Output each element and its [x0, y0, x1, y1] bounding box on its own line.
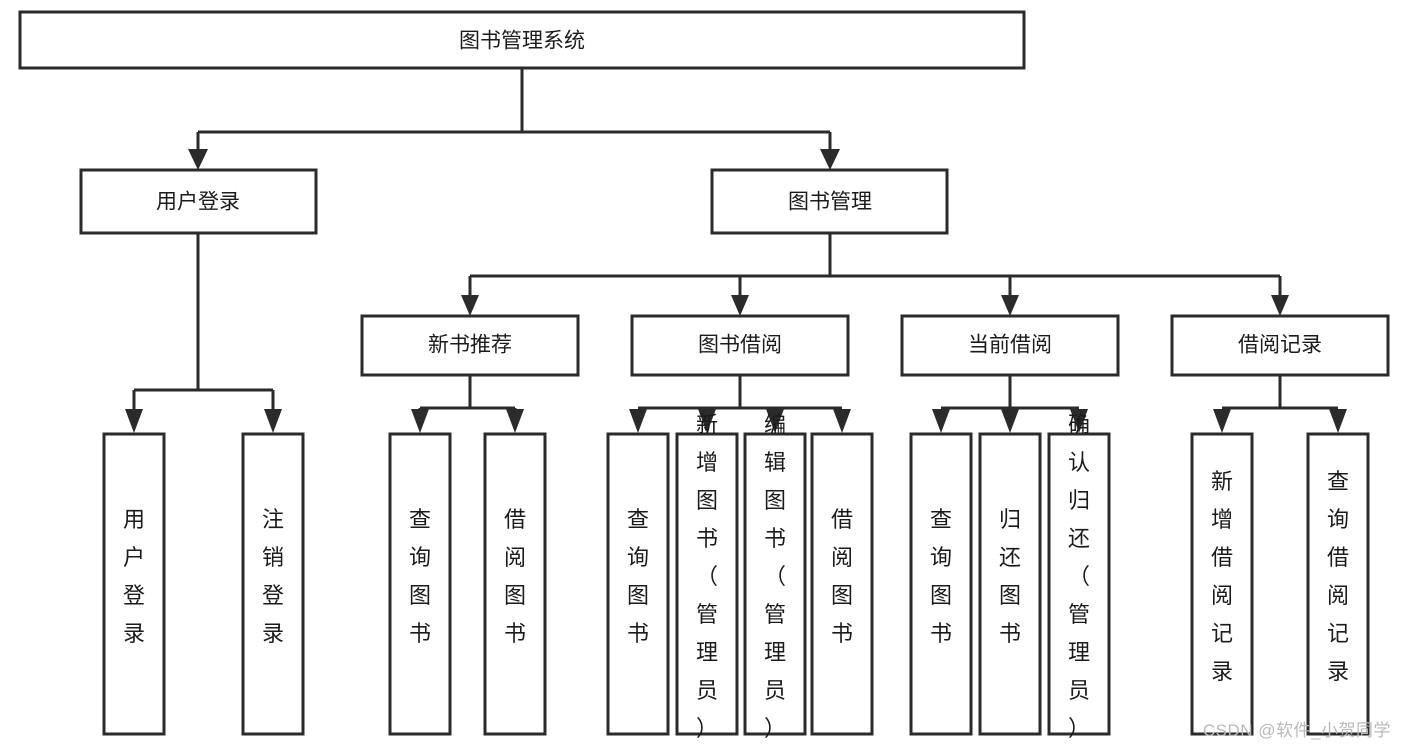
leaf-node[interactable]: 新增借阅记录	[1190, 432, 1254, 736]
leaf-node[interactable]: 借阅图书	[483, 432, 547, 736]
arrow-head-new-book	[461, 295, 479, 316]
leaf-current-borrow-0-label: 查询图书	[930, 507, 952, 646]
arrow-head-leaf-borrow-record-0	[1213, 409, 1231, 433]
leaf-book-borrow-0-box[interactable]	[606, 432, 670, 736]
leaf-node[interactable]: 确认归还（管理员）	[1047, 412, 1111, 741]
leaf-user-login-0-label: 用户登录	[123, 507, 145, 646]
leaf-borrow-record-0-box[interactable]	[1190, 432, 1254, 736]
leaf-new-book-1-box[interactable]	[483, 432, 547, 736]
node-book-borrow[interactable]: 图书借阅	[630, 314, 850, 377]
leaf-current-borrow-2-box[interactable]	[1047, 432, 1111, 736]
node-new-book-recommend-box[interactable]	[360, 314, 580, 377]
leaf-current-borrow-0-box[interactable]	[909, 432, 973, 736]
leaf-node[interactable]: 查询图书	[909, 432, 973, 736]
arrow-head-book-borrow	[731, 295, 749, 316]
arrow-head-book-mgmt	[820, 149, 840, 170]
node-new-book-recommend[interactable]: 新书推荐	[360, 314, 580, 377]
leaf-book-borrow-2-label: 编辑图书（管理员）	[764, 412, 786, 741]
node-root-system-label: 图书管理系统	[459, 30, 585, 53]
leaf-node[interactable]: 用户登录	[102, 432, 166, 736]
leaf-node[interactable]: 归还图书	[978, 432, 1042, 736]
leaf-node[interactable]: 新增图书（管理员）	[675, 412, 739, 741]
node-book-management-label: 图书管理	[788, 191, 872, 214]
leaf-current-borrow-1-box[interactable]	[978, 432, 1042, 736]
connector-layer	[125, 68, 1347, 433]
leaf-borrow-record-0-label: 新增借阅记录	[1211, 469, 1233, 684]
node-user-login-label: 用户登录	[156, 191, 240, 214]
node-user-login-box[interactable]	[79, 168, 318, 235]
node-new-book-recommend-label: 新书推荐	[428, 334, 512, 357]
leaf-node[interactable]: 查询图书	[606, 432, 670, 736]
node-book-management-box[interactable]	[710, 168, 949, 235]
node-current-borrow-box[interactable]	[900, 314, 1120, 377]
arrow-head-leaf-borrow-record-1	[1329, 409, 1347, 433]
arrow-head-borrow-record	[1271, 295, 1289, 316]
arrow-head-leaf-user-login-1	[264, 409, 282, 433]
arrow-head-leaf-book-borrow-0	[629, 409, 647, 433]
leaf-new-book-0-label: 查询图书	[409, 507, 431, 646]
leaf-user-login-1-label: 注销登录	[262, 507, 284, 646]
arrow-head-leaf-new-book-0	[411, 409, 429, 433]
leaf-borrow-record-1-box[interactable]	[1306, 432, 1370, 736]
node-book-borrow-label: 图书借阅	[698, 334, 782, 357]
node-current-borrow-label: 当前借阅	[968, 334, 1052, 357]
leaf-book-borrow-3-box[interactable]	[810, 432, 874, 736]
leaf-user-login-1-box[interactable]	[241, 432, 305, 736]
leaf-node[interactable]: 查询借阅记录	[1306, 432, 1370, 736]
arrow-head-leaf-book-borrow-2	[766, 409, 784, 433]
node-borrow-record-label: 借阅记录	[1238, 334, 1322, 357]
leaf-current-borrow-2-label: 确认归还（管理员）	[1068, 412, 1090, 741]
leaf-new-book-0-box[interactable]	[388, 432, 452, 736]
leaf-node[interactable]: 编辑图书（管理员）	[743, 412, 807, 741]
leaf-current-borrow-1-label: 归还图书	[999, 507, 1021, 646]
leaf-node[interactable]: 注销登录	[241, 432, 305, 736]
leaf-node[interactable]: 查询图书	[388, 432, 452, 736]
leaf-user-login-0-box[interactable]	[102, 432, 166, 736]
node-user-login[interactable]: 用户登录	[79, 168, 318, 235]
leaf-node[interactable]: 借阅图书	[810, 432, 874, 736]
arrow-head-leaf-current-borrow-0	[932, 409, 950, 433]
arrow-head-leaf-book-borrow-3	[833, 409, 851, 433]
node-borrow-record[interactable]: 借阅记录	[1170, 314, 1390, 377]
node-root-system[interactable]: 图书管理系统	[18, 10, 1026, 70]
leaf-book-borrow-3-label: 借阅图书	[831, 507, 853, 646]
node-borrow-record-box[interactable]	[1170, 314, 1390, 377]
leaf-new-book-1-label: 借阅图书	[504, 507, 526, 646]
arrow-head-current-borrow	[1001, 295, 1019, 316]
leaf-book-borrow-2-box[interactable]	[743, 432, 807, 736]
arrow-head-leaf-current-borrow-1	[1001, 409, 1019, 433]
arrow-head-leaf-book-borrow-1	[698, 409, 716, 433]
arrow-head-leaf-current-borrow-2	[1070, 409, 1088, 433]
node-root-system-box[interactable]	[18, 10, 1026, 70]
node-book-management[interactable]: 图书管理	[710, 168, 949, 235]
leaf-borrow-record-1-label: 查询借阅记录	[1327, 469, 1349, 684]
node-book-borrow-box[interactable]	[630, 314, 850, 377]
arrow-head-leaf-user-login-0	[125, 409, 143, 433]
node-current-borrow[interactable]: 当前借阅	[900, 314, 1120, 377]
arrow-head-leaf-new-book-1	[506, 409, 524, 433]
leaf-book-borrow-0-label: 查询图书	[627, 507, 649, 646]
leaf-book-borrow-1-label: 新增图书（管理员）	[696, 412, 718, 741]
leaf-book-borrow-1-box[interactable]	[675, 432, 739, 736]
arrow-head-user-login	[188, 149, 208, 170]
